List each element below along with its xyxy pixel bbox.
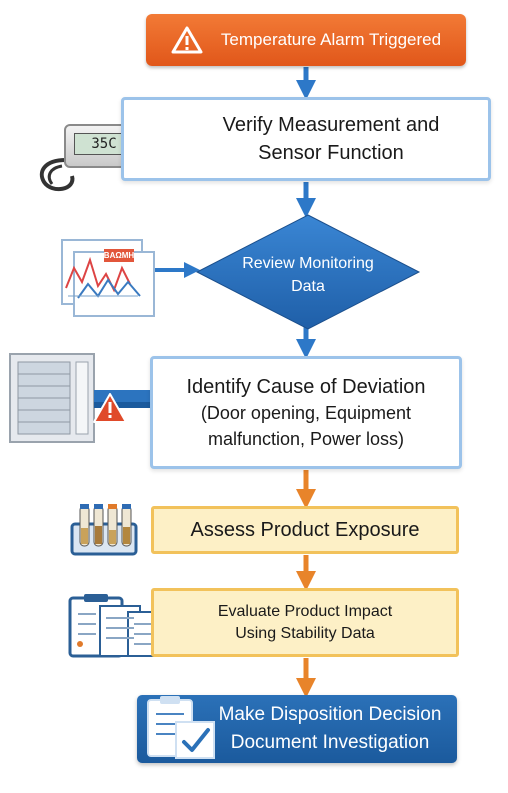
thermometer-reading: 35C [74, 133, 134, 155]
thermometer-cable-icon [39, 158, 75, 192]
step-review-diamond [195, 214, 421, 330]
step-verify-line-1: Verify Measurement and [222, 114, 440, 136]
clipboard-documents-icon [68, 594, 167, 658]
checklist-icon [147, 696, 215, 759]
step-assess-box: Assess Product Exposure [151, 506, 459, 554]
step-alarm-label: Temperature Alarm Triggered [220, 30, 442, 49]
step-alarm-box: Temperature Alarm Triggered [146, 14, 466, 66]
step-identify-line-3: malfunction, Power loss) [207, 428, 405, 449]
step-identify-line-1: Identify Cause of Deviation [186, 375, 426, 398]
step-review-line-1: Review Monitoring [242, 255, 374, 272]
warning-icon [171, 26, 203, 54]
step-identify-line-2: (Door opening, Equipment [200, 402, 412, 423]
step-verify-box: Verify Measurement and Sensor Function [121, 97, 491, 181]
step-review-line-2: Data [291, 278, 325, 295]
step-disposition-line-2: Document Investigation [230, 732, 430, 753]
step-evaluate-line-1: Evaluate Product Impact [217, 602, 393, 620]
step-disposition-line-1: Make Disposition Decision [218, 704, 442, 725]
step-evaluate-box: Evaluate Product Impact Using Stability … [151, 588, 459, 657]
freezer-icon [9, 353, 150, 443]
step-assess-label: Assess Product Exposure [190, 518, 420, 541]
step-review-label: Review Monitoring Data [198, 252, 418, 298]
chart-badge: BAΩΜΗ [103, 249, 135, 262]
step-verify-line-2: Sensor Function [258, 142, 404, 164]
step-evaluate-line-2: Using Stability Data [235, 624, 375, 642]
test-tubes-icon [70, 504, 138, 556]
step-identify-box: Identify Cause of Deviation (Door openin… [150, 356, 462, 469]
monitoring-chart-icon [61, 239, 155, 317]
